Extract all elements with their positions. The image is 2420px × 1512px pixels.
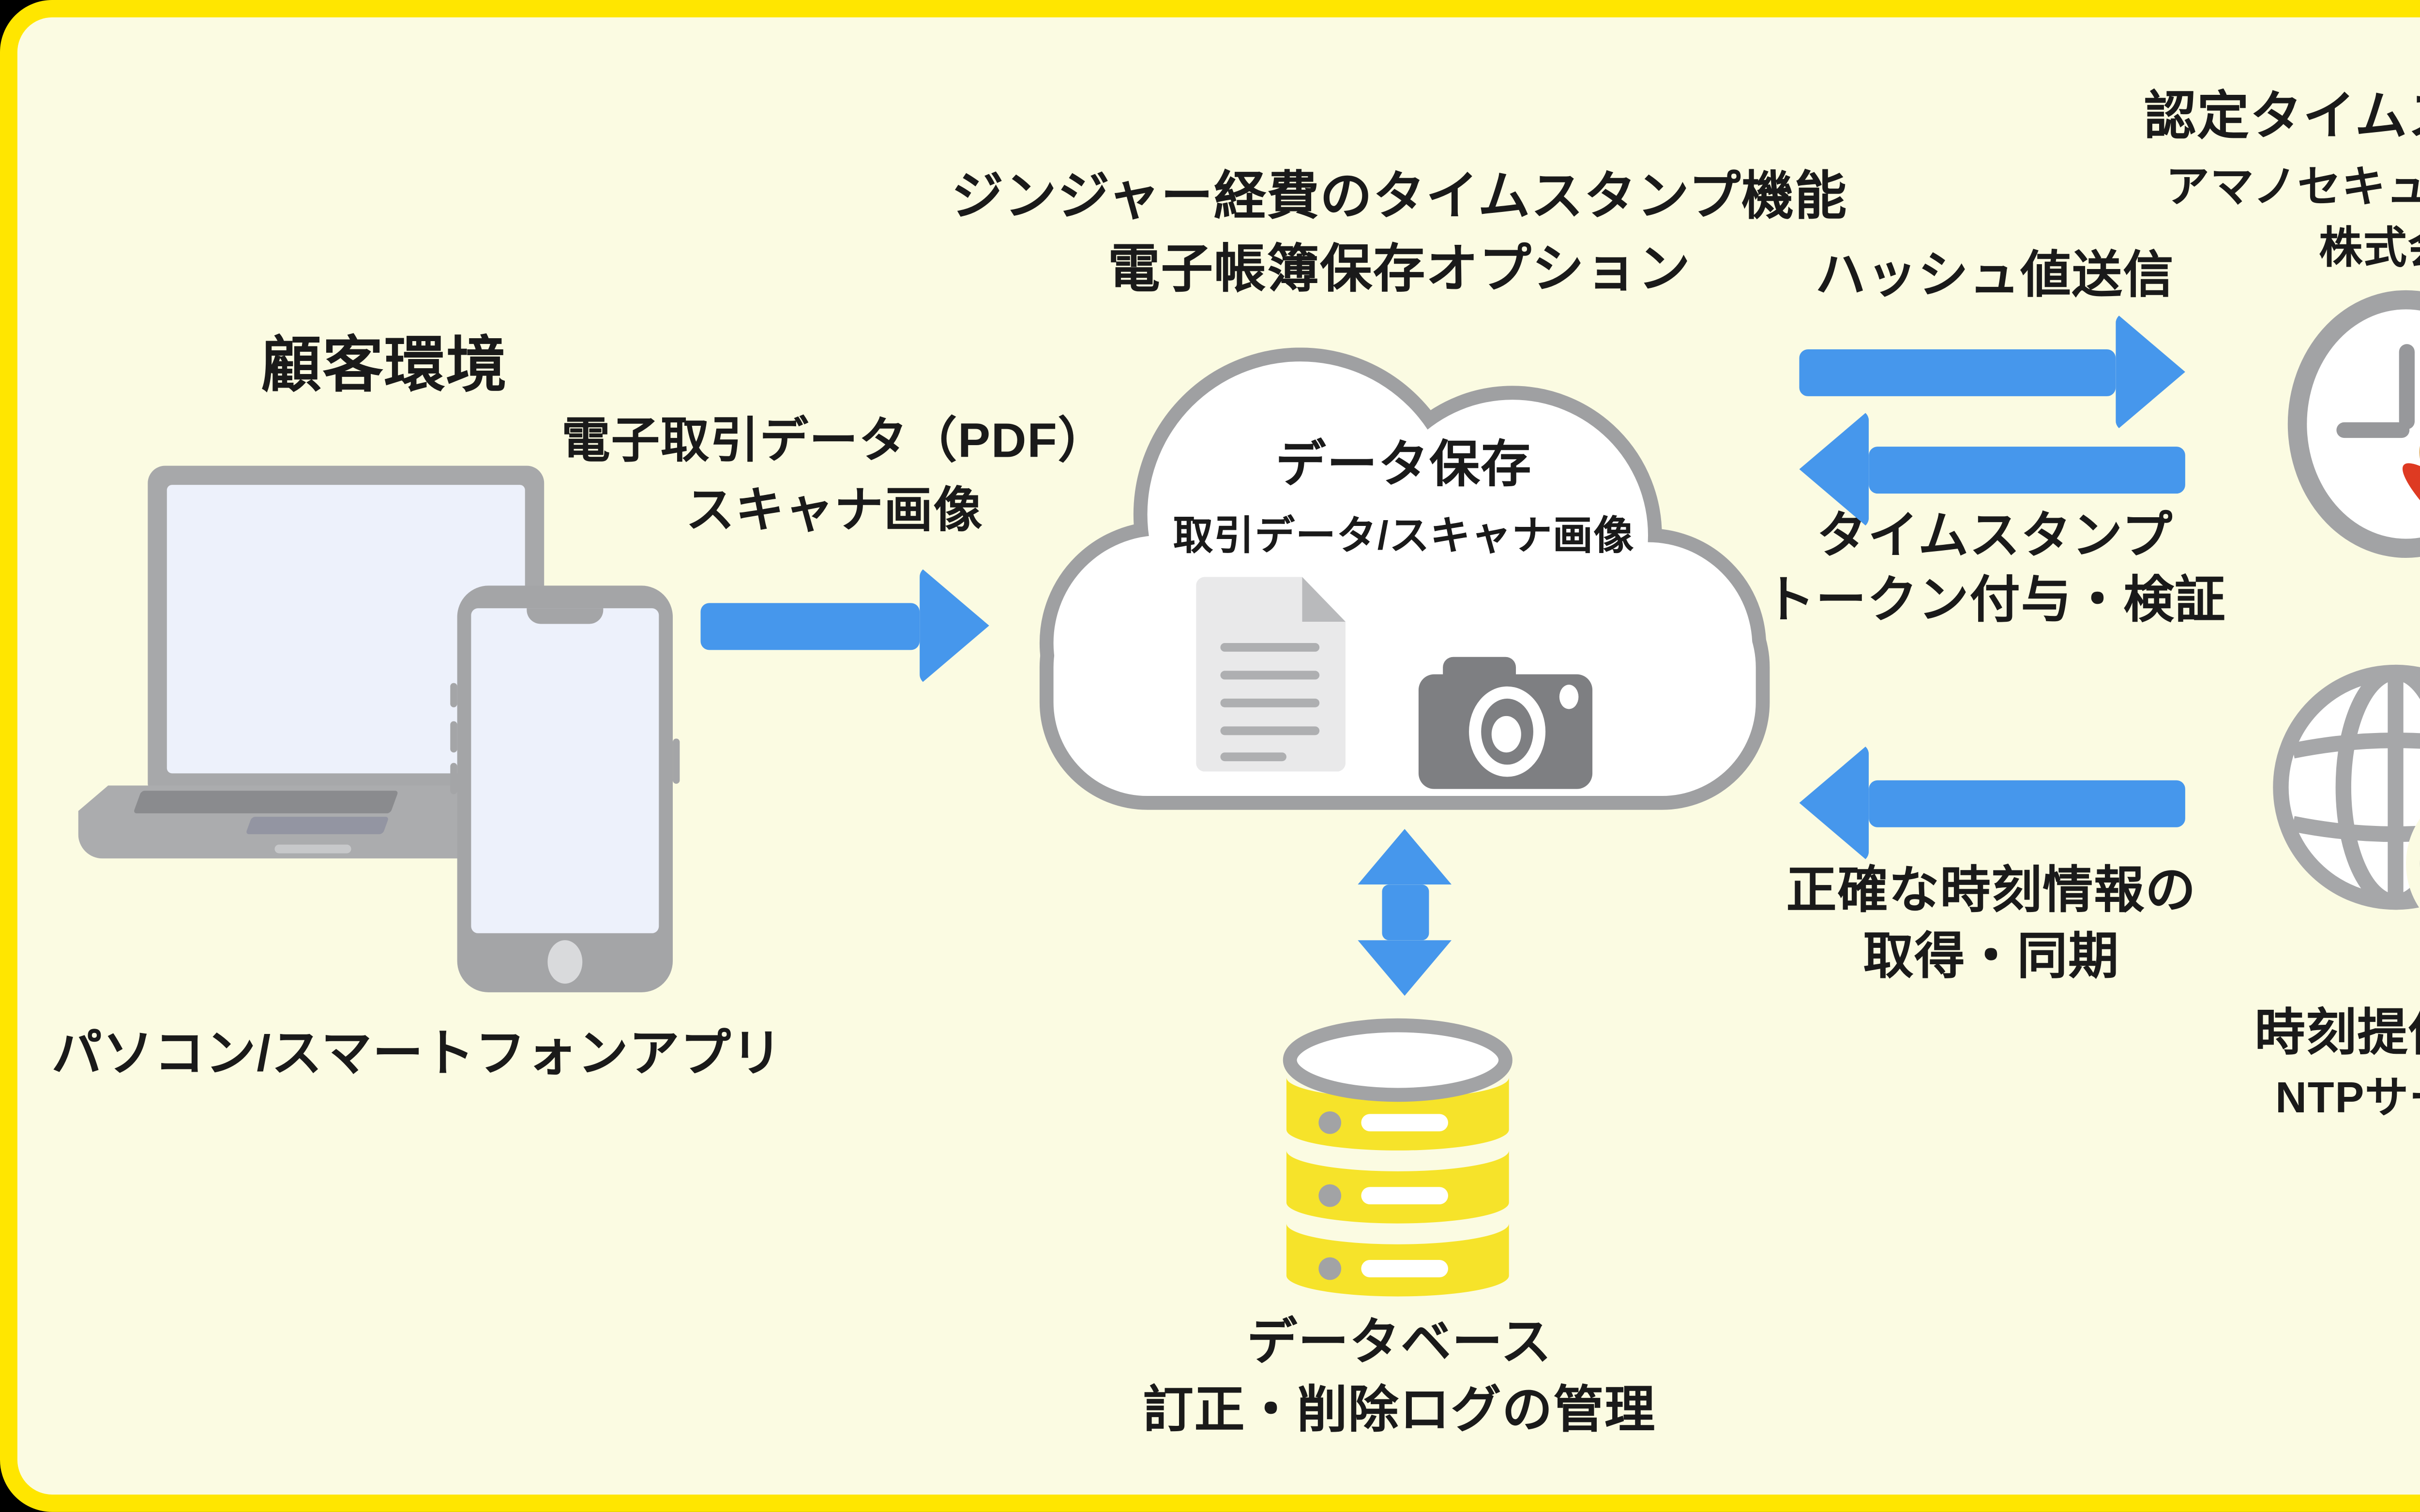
document-icon bbox=[1196, 577, 1346, 771]
clock-hour-hand bbox=[2337, 422, 2410, 437]
camera-icon bbox=[1419, 657, 1592, 789]
database-caption-line1: データベース bbox=[1139, 1314, 1661, 1374]
phone-home-button bbox=[547, 940, 582, 984]
database-sync-arrow-icon bbox=[1358, 829, 1452, 996]
diagram-title-line1: ジンジャー経費のタイムスタンプ機能 bbox=[791, 167, 2008, 229]
upload-arrow-icon bbox=[700, 567, 989, 685]
camera-lens-center bbox=[1492, 716, 1521, 752]
phone-side-button bbox=[450, 721, 457, 753]
customer-environment-heading: 顧客環境 bbox=[261, 330, 574, 403]
clock-minute-hand bbox=[2398, 344, 2414, 428]
globe-icon bbox=[2269, 660, 2420, 914]
phone-notch bbox=[527, 608, 603, 624]
phone-side-button bbox=[450, 683, 457, 707]
cloud-heading: データ保存 bbox=[1078, 436, 1730, 497]
token-return-arrow-icon bbox=[1800, 410, 2185, 528]
laptop-keyboard-base bbox=[78, 785, 506, 858]
device-caption: パソコン/スマートフォンアプリ bbox=[26, 1025, 808, 1086]
timestamp-authority-company-line1: アマノセキュアジャパン bbox=[2130, 162, 2420, 214]
phone-side-button bbox=[450, 763, 457, 794]
ntp-caption-line1: 時刻提供期間 bbox=[2222, 1004, 2420, 1065]
smartphone-icon bbox=[457, 585, 673, 992]
laptop-front-notch bbox=[275, 844, 352, 854]
phone-screen bbox=[471, 608, 659, 933]
ntp-caption-line2: NTPサーバー bbox=[2222, 1072, 2420, 1124]
time-sync-arrow-icon bbox=[1800, 744, 2185, 862]
database-caption-line2: 訂正・削除ログの管理 bbox=[1069, 1381, 1730, 1442]
database-icon bbox=[1281, 1015, 1514, 1307]
time-sync-label-line1: 正確な時刻情報の bbox=[1761, 862, 2222, 923]
laptop-trackpad bbox=[246, 818, 389, 835]
camera-flash bbox=[1559, 685, 1579, 709]
phone-side-button bbox=[673, 739, 680, 784]
laptop-keyboard bbox=[134, 790, 399, 812]
cloud-icon bbox=[1022, 347, 1787, 820]
cloud-subheading: 取引データ/スキャナ画像 bbox=[1043, 513, 1765, 561]
timestamp-authority-company-line2: 株式会社 bbox=[2130, 223, 2420, 275]
token-label-line2: トークン付与・検証 bbox=[1765, 572, 2225, 632]
time-sync-label-line2: 取得・同期 bbox=[1761, 928, 2222, 988]
timestamp-authority-heading: 認定タイムスタンプ局 bbox=[2130, 87, 2420, 150]
